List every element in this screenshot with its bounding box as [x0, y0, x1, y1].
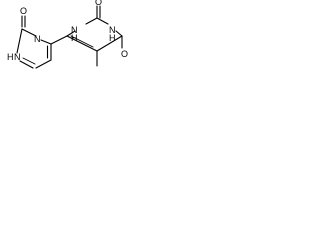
right-ring-top-oxygen-label: O [95, 0, 102, 7]
right-bond-c6-n1 [66, 30, 76, 37]
right-ring-n1-label: N [71, 25, 78, 35]
left-ring-n1-label: N [14, 52, 21, 62]
right-ring-bottom-oxygen-label: O [121, 49, 128, 59]
right-bond-c4-c5 [96, 35, 123, 52]
left-bond-c6-inner [22, 57, 36, 65]
right-bond-n3-c4 [115, 30, 123, 37]
chemical-structure-diagram: O N H N O H N H N O [7, 0, 128, 69]
left-ring: O N H N [7, 6, 52, 69]
inter-ring-bond [50, 35, 68, 45]
left-bond-c5-c6 [35, 59, 52, 69]
left-ring-oxygen-label: O [20, 6, 27, 16]
left-bond-c6-n1 [19, 60, 34, 69]
left-bond-n3-c4 [40, 39, 52, 45]
right-bond-c5-c6 [66, 35, 98, 52]
right-ring-n3-label: N [109, 25, 116, 35]
right-bond-c2-n3 [96, 17, 109, 25]
left-ring-n1-h-label: H [7, 52, 14, 62]
right-ring-n1-h-label: H [71, 33, 78, 43]
right-ring-n3-h-label: H [109, 33, 116, 43]
left-bond-c2-n3 [21, 28, 37, 37]
right-ring: O H N H N O [66, 0, 128, 67]
right-bond-c5-c6-inner [70, 35, 94, 48]
right-bond-n1-c2 [85, 17, 98, 25]
structure-canvas: O N H N O H N H N O [0, 0, 132, 97]
left-ring-n3-label: N [34, 34, 41, 44]
left-bond-n1-c2 [16, 28, 23, 54]
